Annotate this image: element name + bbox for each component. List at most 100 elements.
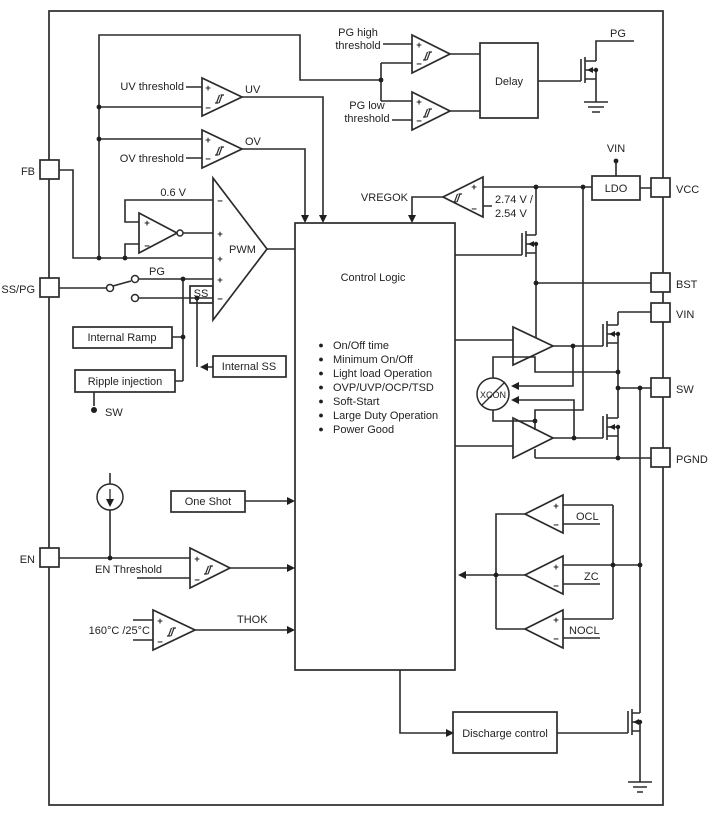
arrow-into-discharge xyxy=(446,729,454,737)
error-amp xyxy=(138,211,179,255)
ss-tag-label: SS xyxy=(194,288,209,300)
arrowheads xyxy=(200,67,639,737)
vref-label: 0.6 V xyxy=(160,187,186,199)
pg-high-threshold-line1: PG high xyxy=(338,27,378,39)
comparators xyxy=(138,33,564,652)
arrow-en-into-logic xyxy=(287,564,295,572)
pin-sspg-label: SS/PG xyxy=(1,284,35,296)
signal-labels: PG high threshold PG low threshold PG UV… xyxy=(89,27,626,637)
control-logic-block xyxy=(294,222,456,671)
wire-current-limit-output xyxy=(466,513,525,630)
pin-sw-label: SW xyxy=(676,384,694,396)
fet-body-arrow xyxy=(609,331,615,337)
plus-sign: + xyxy=(157,616,163,627)
nocl-label: NOCL xyxy=(569,625,600,637)
wire-pg-comp-outputs xyxy=(450,53,581,112)
vin-top-label: VIN xyxy=(607,143,625,155)
plus-sign: + xyxy=(205,83,211,94)
plus-sign: + xyxy=(416,97,422,108)
wire-sw-pgnd-sense xyxy=(534,387,651,713)
uv-comparator xyxy=(201,76,244,118)
xcon-label: XCON xyxy=(480,390,506,400)
plus-sign: + xyxy=(553,615,559,626)
pg-low-comparator xyxy=(411,90,452,132)
junction-dots xyxy=(91,67,643,725)
pin-en xyxy=(39,547,60,568)
ov-comparator xyxy=(201,128,244,170)
plus-sign: + xyxy=(144,218,150,229)
function-blocks xyxy=(72,42,641,754)
comparator-signs: + − + − + − + − + − − + + + − + − + − + … xyxy=(144,40,559,648)
wire-pwm-net xyxy=(124,199,295,258)
pg-high-comparator xyxy=(411,33,452,75)
vregok-comparator xyxy=(441,175,484,219)
switch-common-contact xyxy=(105,283,115,293)
pg-low-threshold-line1: PG low xyxy=(349,100,385,112)
hysteresis-icon xyxy=(215,94,224,104)
arrow-vregok-into-logic xyxy=(408,215,416,223)
plus-sign: + xyxy=(194,554,200,565)
switch-pg-contact xyxy=(130,274,140,284)
arrow-thok-into-logic xyxy=(287,626,295,634)
sw-tap-label: SW xyxy=(105,407,123,419)
wire-discharge xyxy=(399,670,628,734)
plus-sign: + xyxy=(553,501,559,512)
hysteresis-icon xyxy=(423,51,432,61)
plus-sign: + xyxy=(217,275,223,286)
wire-current-limit-inputs xyxy=(563,504,640,639)
ss-pg-selector-switch xyxy=(105,274,140,303)
en-threshold-label: EN Threshold xyxy=(95,564,162,576)
hysteresis-icon xyxy=(423,108,432,118)
pin-vcc-label: VCC xyxy=(676,184,699,196)
pin-bst-label: BST xyxy=(676,279,698,291)
minus-sign: − xyxy=(194,575,200,586)
ground-icon xyxy=(584,101,608,113)
feature-item: Light load Operation xyxy=(333,368,432,380)
wire-vcc-bst-switch xyxy=(455,187,651,338)
zc-label: ZC xyxy=(584,571,599,583)
delay-label: Delay xyxy=(495,76,524,88)
feature-item: OVP/UVP/OCP/TSD xyxy=(333,382,434,394)
error-amp-output-node xyxy=(176,229,184,237)
minus-sign: − xyxy=(217,294,223,305)
minus-sign: − xyxy=(416,59,422,70)
nocl-comparator xyxy=(523,608,564,650)
pin-sw xyxy=(650,377,671,398)
wire-ss-pg-switch xyxy=(59,278,213,368)
feature-item: On/Off time xyxy=(333,340,389,352)
internal-ramp-label: Internal Ramp xyxy=(87,332,156,344)
arrow-internal-ss xyxy=(200,363,208,371)
ocl-label: OCL xyxy=(576,511,599,523)
arrow-into-xcon-bottom xyxy=(511,396,519,404)
pg-switch-label: PG xyxy=(149,266,165,278)
fet-body-arrow xyxy=(633,719,639,725)
vregok-label: VREGOK xyxy=(361,192,409,204)
minus-sign: − xyxy=(553,581,559,592)
delay-block xyxy=(479,42,539,119)
pin-bst xyxy=(650,272,671,293)
control-logic-features: On/Off time Minimum On/Off Light load Op… xyxy=(319,340,438,436)
arrow-oneshot-into-logic xyxy=(287,497,295,505)
internal-ss-label: Internal SS xyxy=(222,361,276,373)
pins: FB SS/PG EN VCC BST VIN SW PGND xyxy=(1,159,708,568)
wire-pg-thresholds xyxy=(383,43,412,121)
arrow-ov-into-logic xyxy=(301,215,309,223)
minus-sign: − xyxy=(217,196,223,207)
minus-sign: − xyxy=(205,154,211,165)
minus-sign: − xyxy=(144,241,150,252)
ov-threshold-label: OV threshold xyxy=(120,153,184,165)
ground-symbols xyxy=(584,101,652,793)
fet-body-arrow xyxy=(587,67,593,73)
high-side-driver xyxy=(512,325,555,367)
hysteresis-icon xyxy=(167,627,176,637)
wire-uv-ov xyxy=(186,86,324,215)
wire-ramp-ripple xyxy=(93,279,184,406)
plus-sign: + xyxy=(416,40,422,51)
low-side-driver xyxy=(512,416,555,460)
minus-sign: − xyxy=(157,637,163,648)
block-labels: Delay LDO Control Logic Internal Ramp In… xyxy=(87,76,627,740)
pin-fb-label: FB xyxy=(21,166,35,178)
plus-sign: + xyxy=(217,254,223,265)
minus-sign: − xyxy=(205,103,211,114)
